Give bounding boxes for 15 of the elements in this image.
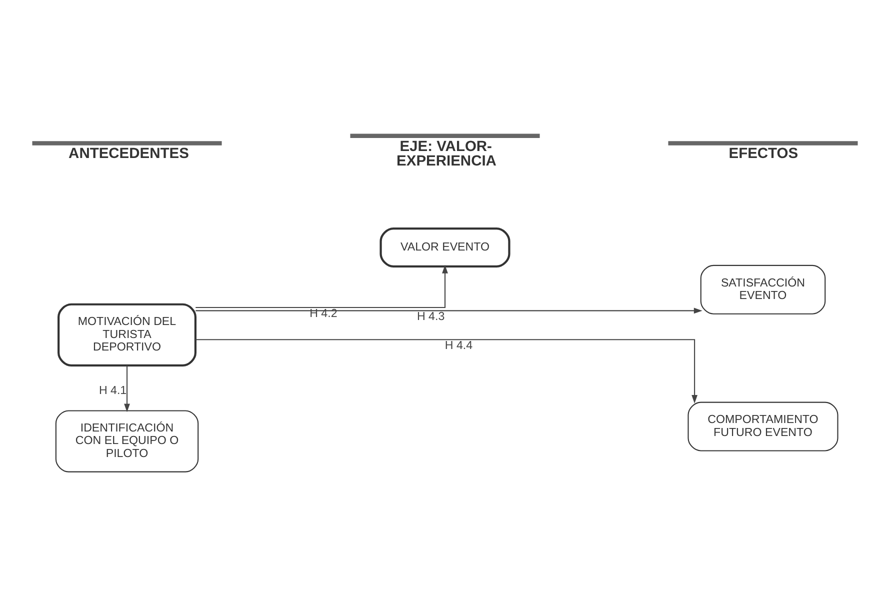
- edge-label: H 4.3: [416, 310, 445, 323]
- edge-label: H 4.4: [444, 340, 473, 352]
- arrow: [124, 366, 130, 412]
- label: ANTECEDENTES: [68, 146, 189, 162]
- node-box: IDENTIFICACIÓN CON EL EQUIPO O PILOTO: [55, 410, 199, 472]
- node-box: SATISFACCIÓN EVENTO: [700, 264, 826, 314]
- node-box: MOTIVACIÓN DEL TURISTA DEPORTIVO: [58, 303, 196, 366]
- node-box: COMPORTAMIENTO FUTURO EVENTO: [688, 402, 838, 452]
- label: EJE: VALOR-EXPERIENCIA: [396, 138, 496, 170]
- arrow: [196, 308, 702, 314]
- arrow: [196, 264, 448, 308]
- node-box: VALOR EVENTO: [380, 228, 510, 268]
- label: EFECTOS: [728, 146, 798, 162]
- edge-label: H 4.1: [98, 385, 127, 398]
- arrow: [195, 339, 698, 404]
